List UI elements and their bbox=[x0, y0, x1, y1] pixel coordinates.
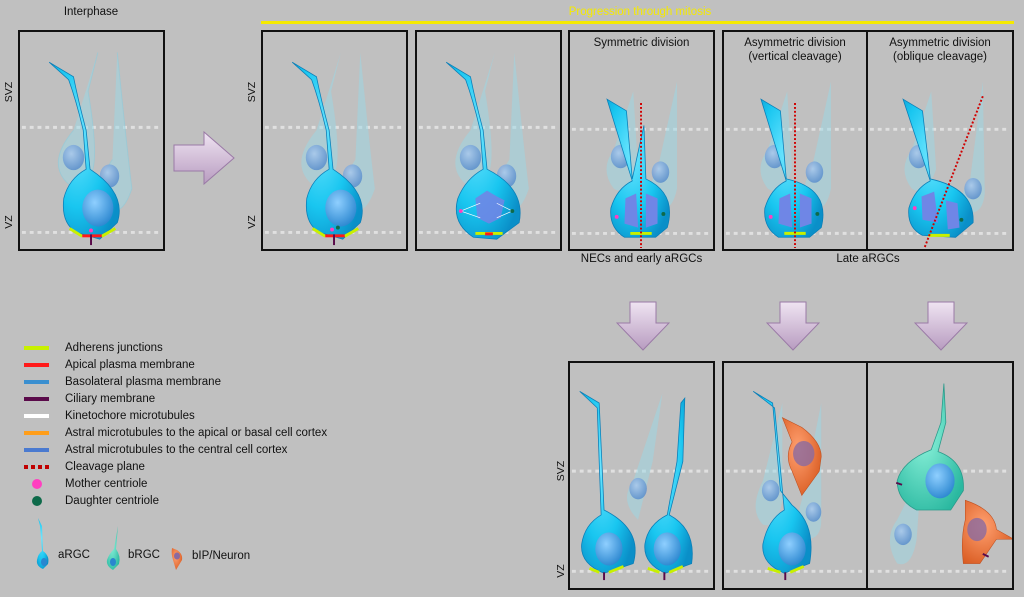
line-swatch-icon bbox=[24, 430, 49, 435]
line-swatch-icon bbox=[24, 362, 49, 367]
legend-mother-centriole: Mother centriole bbox=[24, 475, 147, 492]
dashed-line-icon bbox=[24, 464, 49, 469]
asym-vertical-illustration bbox=[725, 81, 865, 248]
panel-symmetric-outcome bbox=[568, 361, 715, 590]
vz-label-2: VZ bbox=[246, 215, 258, 229]
legend-argc: aRGC bbox=[34, 516, 90, 571]
brgc-cell-icon bbox=[106, 526, 120, 570]
vz-label-1: VZ bbox=[3, 215, 15, 229]
legend-brgc: bRGC bbox=[104, 524, 160, 572]
panel-asymmetric-vertical: Asymmetric division(vertical cleavage) bbox=[722, 30, 868, 251]
symmetric-division-illustration bbox=[571, 81, 712, 248]
necs-early-argcs-label: NECs and early aRGCs bbox=[580, 253, 703, 265]
down-arrow-icon bbox=[914, 301, 968, 351]
panel-interphase bbox=[18, 30, 165, 251]
legend-ciliary: Ciliary membrane bbox=[24, 390, 155, 407]
dot-icon bbox=[32, 478, 42, 489]
svz-label-1: SVZ bbox=[3, 81, 15, 103]
symmetric-title: Symmetric division bbox=[593, 37, 690, 49]
argc-interphase-illustration bbox=[21, 52, 162, 246]
argc-prophase-illustration bbox=[264, 52, 405, 246]
svz-label-3: SVZ bbox=[555, 460, 567, 482]
progression-label: Progression through mitosis bbox=[568, 6, 712, 18]
asym-oblique-title: Asymmetric division(oblique cleavage) bbox=[889, 37, 991, 63]
legend-astral-central: Astral microtubules to the central cell … bbox=[24, 441, 287, 458]
argc-metaphase-illustration bbox=[418, 52, 559, 240]
panel-mitosis-prophase bbox=[261, 30, 408, 251]
panel-oblique-outcome bbox=[866, 361, 1014, 590]
legend-adherens: Adherens junctions bbox=[24, 339, 163, 356]
svz-label-2: SVZ bbox=[246, 81, 258, 103]
down-arrow-icon bbox=[766, 301, 820, 351]
line-swatch-icon bbox=[24, 413, 49, 418]
line-swatch-icon bbox=[24, 345, 49, 350]
brgc-and-bip-illustration bbox=[869, 383, 1012, 573]
legend-kinetochore: Kinetochore microtubules bbox=[24, 407, 195, 424]
argc-cell-icon bbox=[36, 518, 49, 569]
line-swatch-icon bbox=[24, 379, 49, 384]
vz-label-3: VZ bbox=[555, 564, 567, 578]
bip-neuron-cell-icon bbox=[171, 548, 183, 570]
legend-apical: Apical plasma membrane bbox=[24, 356, 195, 373]
late-argcs-label: Late aRGCs bbox=[836, 253, 900, 265]
argc-and-bip-illustration bbox=[725, 391, 865, 581]
legend-daughter-centriole: Daughter centriole bbox=[24, 492, 159, 509]
panel-vertical-outcome bbox=[722, 361, 868, 590]
line-swatch-icon bbox=[24, 396, 49, 401]
progression-bar bbox=[261, 21, 1014, 24]
panel-symmetric-division: Symmetric division bbox=[568, 30, 715, 251]
legend-astral-apical-basal: Astral microtubules to the apical or bas… bbox=[24, 424, 327, 441]
panel-asymmetric-oblique: Asymmetric division(oblique cleavage) bbox=[866, 30, 1014, 251]
line-swatch-icon bbox=[24, 447, 49, 452]
asym-vertical-title: Asymmetric division(vertical cleavage) bbox=[744, 37, 846, 63]
legend-bip-neuron: bIP/Neuron bbox=[170, 546, 250, 572]
interphase-label: Interphase bbox=[63, 6, 119, 18]
two-argcs-illustration bbox=[571, 391, 712, 581]
dot-icon bbox=[32, 495, 42, 506]
panel-mitosis-metaphase bbox=[415, 30, 562, 251]
right-arrow-icon bbox=[173, 130, 235, 186]
legend-cleavage-plane: Cleavage plane bbox=[24, 458, 145, 475]
down-arrow-icon bbox=[616, 301, 670, 351]
asym-oblique-illustration bbox=[869, 81, 1011, 249]
legend-basolateral: Basolateral plasma membrane bbox=[24, 373, 221, 390]
